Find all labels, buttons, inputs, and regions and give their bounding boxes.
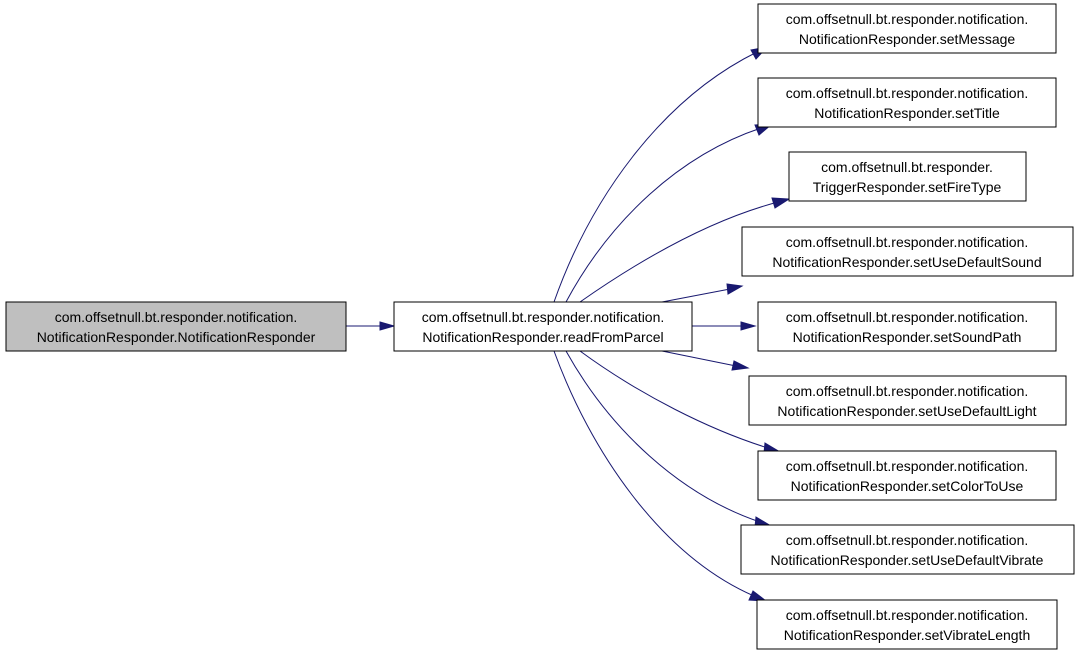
- edge-to-setFireType: [579, 197, 791, 303]
- node-setUseDefaultLight-line1: com.offsetnull.bt.responder.notification…: [786, 383, 1029, 399]
- node-setMessage-line2: NotificationResponder.setMessage: [799, 31, 1016, 47]
- node-setSoundPath-line1: com.offsetnull.bt.responder.notification…: [786, 309, 1029, 325]
- node-setTitle[interactable]: com.offsetnull.bt.responder.notification…: [757, 77, 1057, 128]
- node-setMessage-line1: com.offsetnull.bt.responder.notification…: [786, 11, 1029, 27]
- node-setUseDefaultVibrate-line1: com.offsetnull.bt.responder.notification…: [786, 532, 1029, 548]
- node-setColorToUse-line1: com.offsetnull.bt.responder.notification…: [786, 458, 1029, 474]
- node-setUseDefaultSound-line1: com.offsetnull.bt.responder.notification…: [786, 234, 1029, 250]
- node-setTitle-line1: com.offsetnull.bt.responder.notification…: [786, 85, 1029, 101]
- edge-to-setUseDefaultVibrate: [565, 350, 773, 528]
- node-setSoundPath[interactable]: com.offsetnull.bt.responder.notification…: [757, 301, 1057, 352]
- edge-to-setSoundPath: [692, 321, 757, 331]
- node-setFireType-line2: TriggerResponder.setFireType: [813, 179, 1002, 195]
- node-readFromParcel-line1: com.offsetnull.bt.responder.notification…: [422, 309, 665, 325]
- node-setUseDefaultLight-line2: NotificationResponder.setUseDefaultLight: [777, 403, 1036, 419]
- node-setFireType-line1: com.offsetnull.bt.responder.: [821, 159, 993, 175]
- node-readFromParcel-line2: NotificationResponder.readFromParcel: [422, 329, 663, 345]
- node-setTitle-line2: NotificationResponder.setTitle: [814, 105, 1000, 121]
- node-root-line2: NotificationResponder.NotificationRespon…: [37, 329, 316, 345]
- node-setColorToUse[interactable]: com.offsetnull.bt.responder.notification…: [757, 450, 1057, 501]
- node-setUseDefaultVibrate-line2: NotificationResponder.setUseDefaultVibra…: [771, 552, 1044, 568]
- edge-to-setUseDefaultSound: [661, 283, 744, 303]
- node-setMessage[interactable]: com.offsetnull.bt.responder.notification…: [757, 3, 1057, 54]
- edge-to-setMessage: [553, 46, 769, 303]
- node-setVibrateLength-line2: NotificationResponder.setVibrateLength: [784, 627, 1030, 643]
- edge-to-setUseDefaultLight: [661, 350, 750, 371]
- node-setVibrateLength[interactable]: com.offsetnull.bt.responder.notification…: [756, 599, 1058, 650]
- edge-root-to-readFromParcel: [346, 321, 396, 331]
- node-setSoundPath-line2: NotificationResponder.setSoundPath: [793, 329, 1022, 345]
- node-readFromParcel[interactable]: com.offsetnull.bt.responder.notification…: [393, 301, 693, 352]
- edge-to-setVibrateLength: [553, 350, 768, 602]
- edge-to-setTitle: [565, 123, 774, 303]
- node-setUseDefaultSound[interactable]: com.offsetnull.bt.responder.notification…: [741, 226, 1074, 277]
- node-setFireType[interactable]: com.offsetnull.bt.responder. TriggerResp…: [788, 151, 1027, 202]
- node-root-line1: com.offsetnull.bt.responder.notification…: [55, 309, 298, 325]
- node-setUseDefaultVibrate[interactable]: com.offsetnull.bt.responder.notification…: [740, 524, 1075, 575]
- node-setColorToUse-line2: NotificationResponder.setColorToUse: [791, 478, 1024, 494]
- node-setUseDefaultSound-line2: NotificationResponder.setUseDefaultSound: [772, 254, 1041, 270]
- node-setVibrateLength-line1: com.offsetnull.bt.responder.notification…: [786, 607, 1029, 623]
- nodes-layer: com.offsetnull.bt.responder.notification…: [5, 3, 1075, 650]
- node-setUseDefaultLight[interactable]: com.offsetnull.bt.responder.notification…: [748, 375, 1067, 426]
- node-root[interactable]: com.offsetnull.bt.responder.notification…: [5, 301, 347, 352]
